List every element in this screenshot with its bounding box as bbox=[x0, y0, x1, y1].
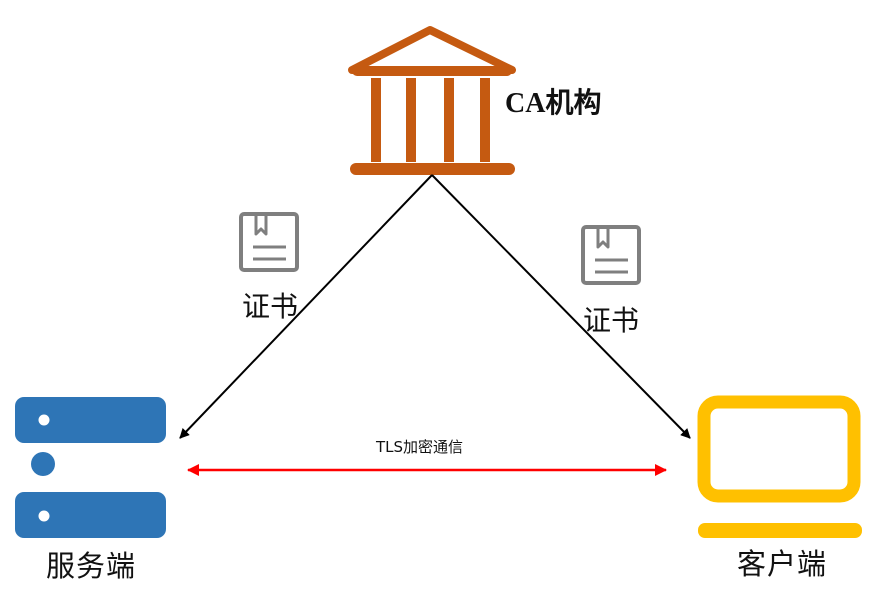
certificate-icon bbox=[239, 212, 299, 272]
certificate-icon bbox=[581, 225, 641, 285]
ca-label: CA机构 bbox=[505, 87, 601, 119]
cert-label-right: 证书 bbox=[583, 304, 639, 337]
arrow-ca-to-server bbox=[179, 174, 433, 439]
arrow-ca-to-client bbox=[431, 174, 691, 439]
server-icon bbox=[15, 397, 166, 538]
tls-label: TLS加密通信 bbox=[375, 438, 463, 456]
client-label: 客户端 bbox=[737, 547, 827, 581]
laptop-icon bbox=[697, 395, 862, 538]
cert-label-left: 证书 bbox=[242, 290, 298, 323]
server-label: 服务端 bbox=[46, 549, 136, 583]
bank-icon bbox=[348, 26, 516, 175]
